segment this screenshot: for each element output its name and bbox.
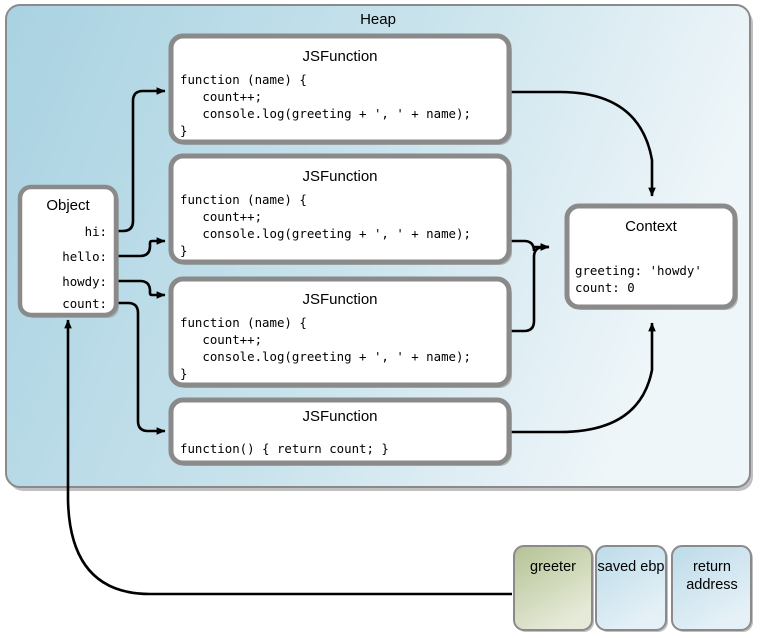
connector-function1-to-context <box>510 90 656 197</box>
connector-howdy-to-function3 <box>112 279 166 299</box>
stack-slot-greeter[interactable]: greeter <box>513 545 594 632</box>
jsfunction-3-code-line-1: function (name) { <box>180 315 307 330</box>
object-property-hello: hello: <box>62 249 107 264</box>
jsfunction-3-code-line-2: count++; <box>180 332 262 347</box>
jsfunction-2-title: JSFunction <box>302 168 377 185</box>
connector-function4-to-context <box>510 322 656 434</box>
heap-title: Heap <box>360 11 396 28</box>
jsfunction-3-title: JSFunction <box>302 291 377 308</box>
jsfunction-2-code-line-1: function (name) { <box>180 192 307 207</box>
stack-greeter-frame <box>513 545 593 631</box>
jsfunction-4-frame <box>168 397 512 466</box>
jsfunction-box-2[interactable]: JSFunction function (name) { count++; co… <box>168 153 512 265</box>
object-box[interactable]: Object hi: hello: howdy: count: <box>17 184 119 318</box>
jsfunction-1-code-line-1: function (name) { <box>180 72 307 87</box>
jsfunction-box-3[interactable]: JSFunction function (name) { count++; co… <box>168 276 512 388</box>
jsfunction-1-code-line-2: count++; <box>180 89 262 104</box>
connector-count-to-function4 <box>112 301 166 435</box>
connector-greeter-to-object <box>64 319 512 596</box>
jsfunction-1-title: JSFunction <box>302 48 377 65</box>
object-property-howdy: howdy: <box>62 274 107 289</box>
stack-slot-return-address[interactable]: return address <box>671 545 753 632</box>
stack-return-address-frame <box>671 545 752 631</box>
jsfunction-2-code-line-4: } <box>180 243 187 258</box>
context-box-frame <box>564 203 738 310</box>
context-line-greeting: greeting: 'howdy' <box>575 263 702 278</box>
stack-greeter-label: greeter <box>530 559 576 575</box>
jsfunction-3-code-line-3: console.log(greeting + ', ' + name); <box>180 349 471 364</box>
jsfunction-1-frame <box>168 33 512 145</box>
context-box-title: Context <box>625 218 678 235</box>
jsfunction-4-code-line-1: function() { return count; } <box>180 441 389 456</box>
jsfunction-1-code-line-3: console.log(greeting + ', ' + name); <box>180 106 471 121</box>
stack-saved-ebp-frame <box>595 545 667 631</box>
stack-return-address-label-line-2: address <box>686 577 738 593</box>
context-box[interactable]: Context greeting: 'howdy' count: 0 <box>564 203 738 310</box>
connector-hi-to-function1 <box>112 87 166 233</box>
stack-saved-ebp-label: saved ebp <box>598 559 665 575</box>
object-box-frame <box>17 184 119 318</box>
jsfunction-3-code-line-4: } <box>180 366 187 381</box>
object-property-count: count: <box>62 296 107 311</box>
connector-function3-to-context <box>510 243 550 333</box>
jsfunction-4-title: JSFunction <box>302 408 377 425</box>
connector-hello-to-function2 <box>112 237 166 258</box>
jsfunction-2-frame <box>168 153 512 265</box>
stack-return-address-label-line-1: return <box>693 559 731 575</box>
jsfunction-box-4[interactable]: JSFunction function() { return count; } <box>168 397 512 466</box>
jsfunction-2-code-line-2: count++; <box>180 209 262 224</box>
jsfunction-1-code-line-4: } <box>180 123 187 138</box>
jsfunction-box-1[interactable]: JSFunction function (name) { count++; co… <box>168 33 512 145</box>
stack-slot-saved-ebp[interactable]: saved ebp <box>595 545 668 632</box>
context-line-count: count: 0 <box>575 280 635 295</box>
connector-layer <box>64 87 656 596</box>
object-property-hi: hi: <box>85 224 107 239</box>
jsfunction-3-frame <box>168 276 512 388</box>
jsfunction-2-code-line-3: console.log(greeting + ', ' + name); <box>180 226 471 241</box>
object-box-title: Object <box>46 197 90 214</box>
